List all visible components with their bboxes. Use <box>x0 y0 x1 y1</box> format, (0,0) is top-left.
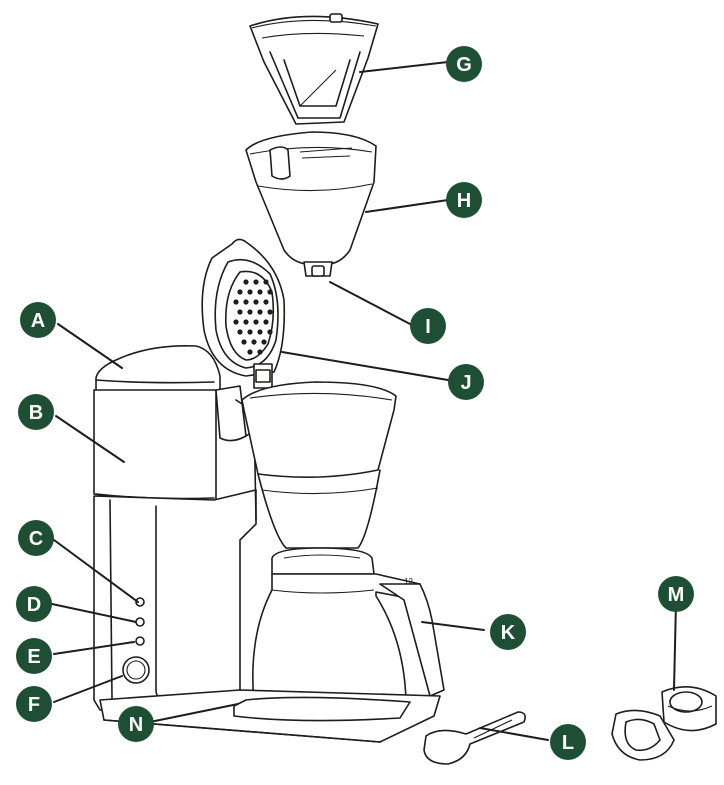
showerhead-hole <box>267 309 272 314</box>
showerhead-hole <box>261 339 266 344</box>
callout-g: G <box>446 46 482 82</box>
callout-label: N <box>129 714 143 736</box>
callout-h: H <box>446 182 482 218</box>
showerhead-hole <box>243 319 248 324</box>
showerhead-hole <box>267 289 272 294</box>
callout-k: K <box>490 614 526 650</box>
callout-label: H <box>457 190 471 212</box>
showerhead-hole <box>267 329 272 334</box>
callout-label: A <box>31 310 45 332</box>
showerhead-hole <box>237 309 242 314</box>
showerhead-hole <box>257 309 262 314</box>
callout-d: D <box>16 586 52 622</box>
showerhead-hole <box>263 319 268 324</box>
callout-b: B <box>18 394 54 430</box>
charcoal-filter-holder <box>612 687 716 760</box>
callout-label: L <box>562 732 574 754</box>
showerhead-hole <box>247 289 252 294</box>
callout-i: I <box>410 308 446 344</box>
upper-chamber <box>242 382 396 548</box>
callout-label: F <box>28 694 40 716</box>
callout-label: I <box>425 316 431 338</box>
showerhead-hole <box>257 289 262 294</box>
callout-label: B <box>29 402 43 424</box>
callout-m: M <box>658 576 694 612</box>
showerhead-hole <box>233 319 238 324</box>
showerhead-hole <box>263 279 268 284</box>
showerhead-hole <box>263 299 268 304</box>
callout-label: D <box>27 594 41 616</box>
showerhead-hole <box>253 319 258 324</box>
showerhead-hole <box>253 299 258 304</box>
thermal-carafe: 12 <box>253 548 444 704</box>
callout-n: N <box>118 706 154 742</box>
callout-l: L <box>550 724 586 760</box>
callout-label: C <box>29 528 43 550</box>
machine-body <box>94 346 256 710</box>
showerhead-hole <box>257 329 262 334</box>
showerhead-hole <box>251 339 256 344</box>
mesh-filter-basket <box>250 14 378 124</box>
callout-a: A <box>20 302 56 338</box>
brew-basket <box>246 132 376 276</box>
showerhead-hole <box>257 349 262 354</box>
showerhead-hole <box>243 279 248 284</box>
showerhead-hole <box>237 329 242 334</box>
showerhead-hole <box>247 329 252 334</box>
callout-e: E <box>16 638 52 674</box>
showerhead-hole <box>247 349 252 354</box>
measuring-scoop <box>424 712 525 764</box>
showerhead-hole <box>247 309 252 314</box>
callout-j: J <box>448 364 484 400</box>
callout-label: K <box>501 622 516 644</box>
showerhead-hole <box>243 299 248 304</box>
callout-c: C <box>18 520 54 556</box>
showerhead-hole <box>237 289 242 294</box>
showerhead-hole <box>253 279 258 284</box>
callout-label: E <box>27 646 40 668</box>
callout-label: J <box>460 372 471 394</box>
carafe-capacity-mark: 12 <box>404 577 413 586</box>
showerhead-hole <box>241 339 246 344</box>
callout-label: G <box>456 54 472 76</box>
callout-label: M <box>668 584 685 606</box>
callout-f: F <box>16 686 52 722</box>
showerhead-hole <box>233 299 238 304</box>
